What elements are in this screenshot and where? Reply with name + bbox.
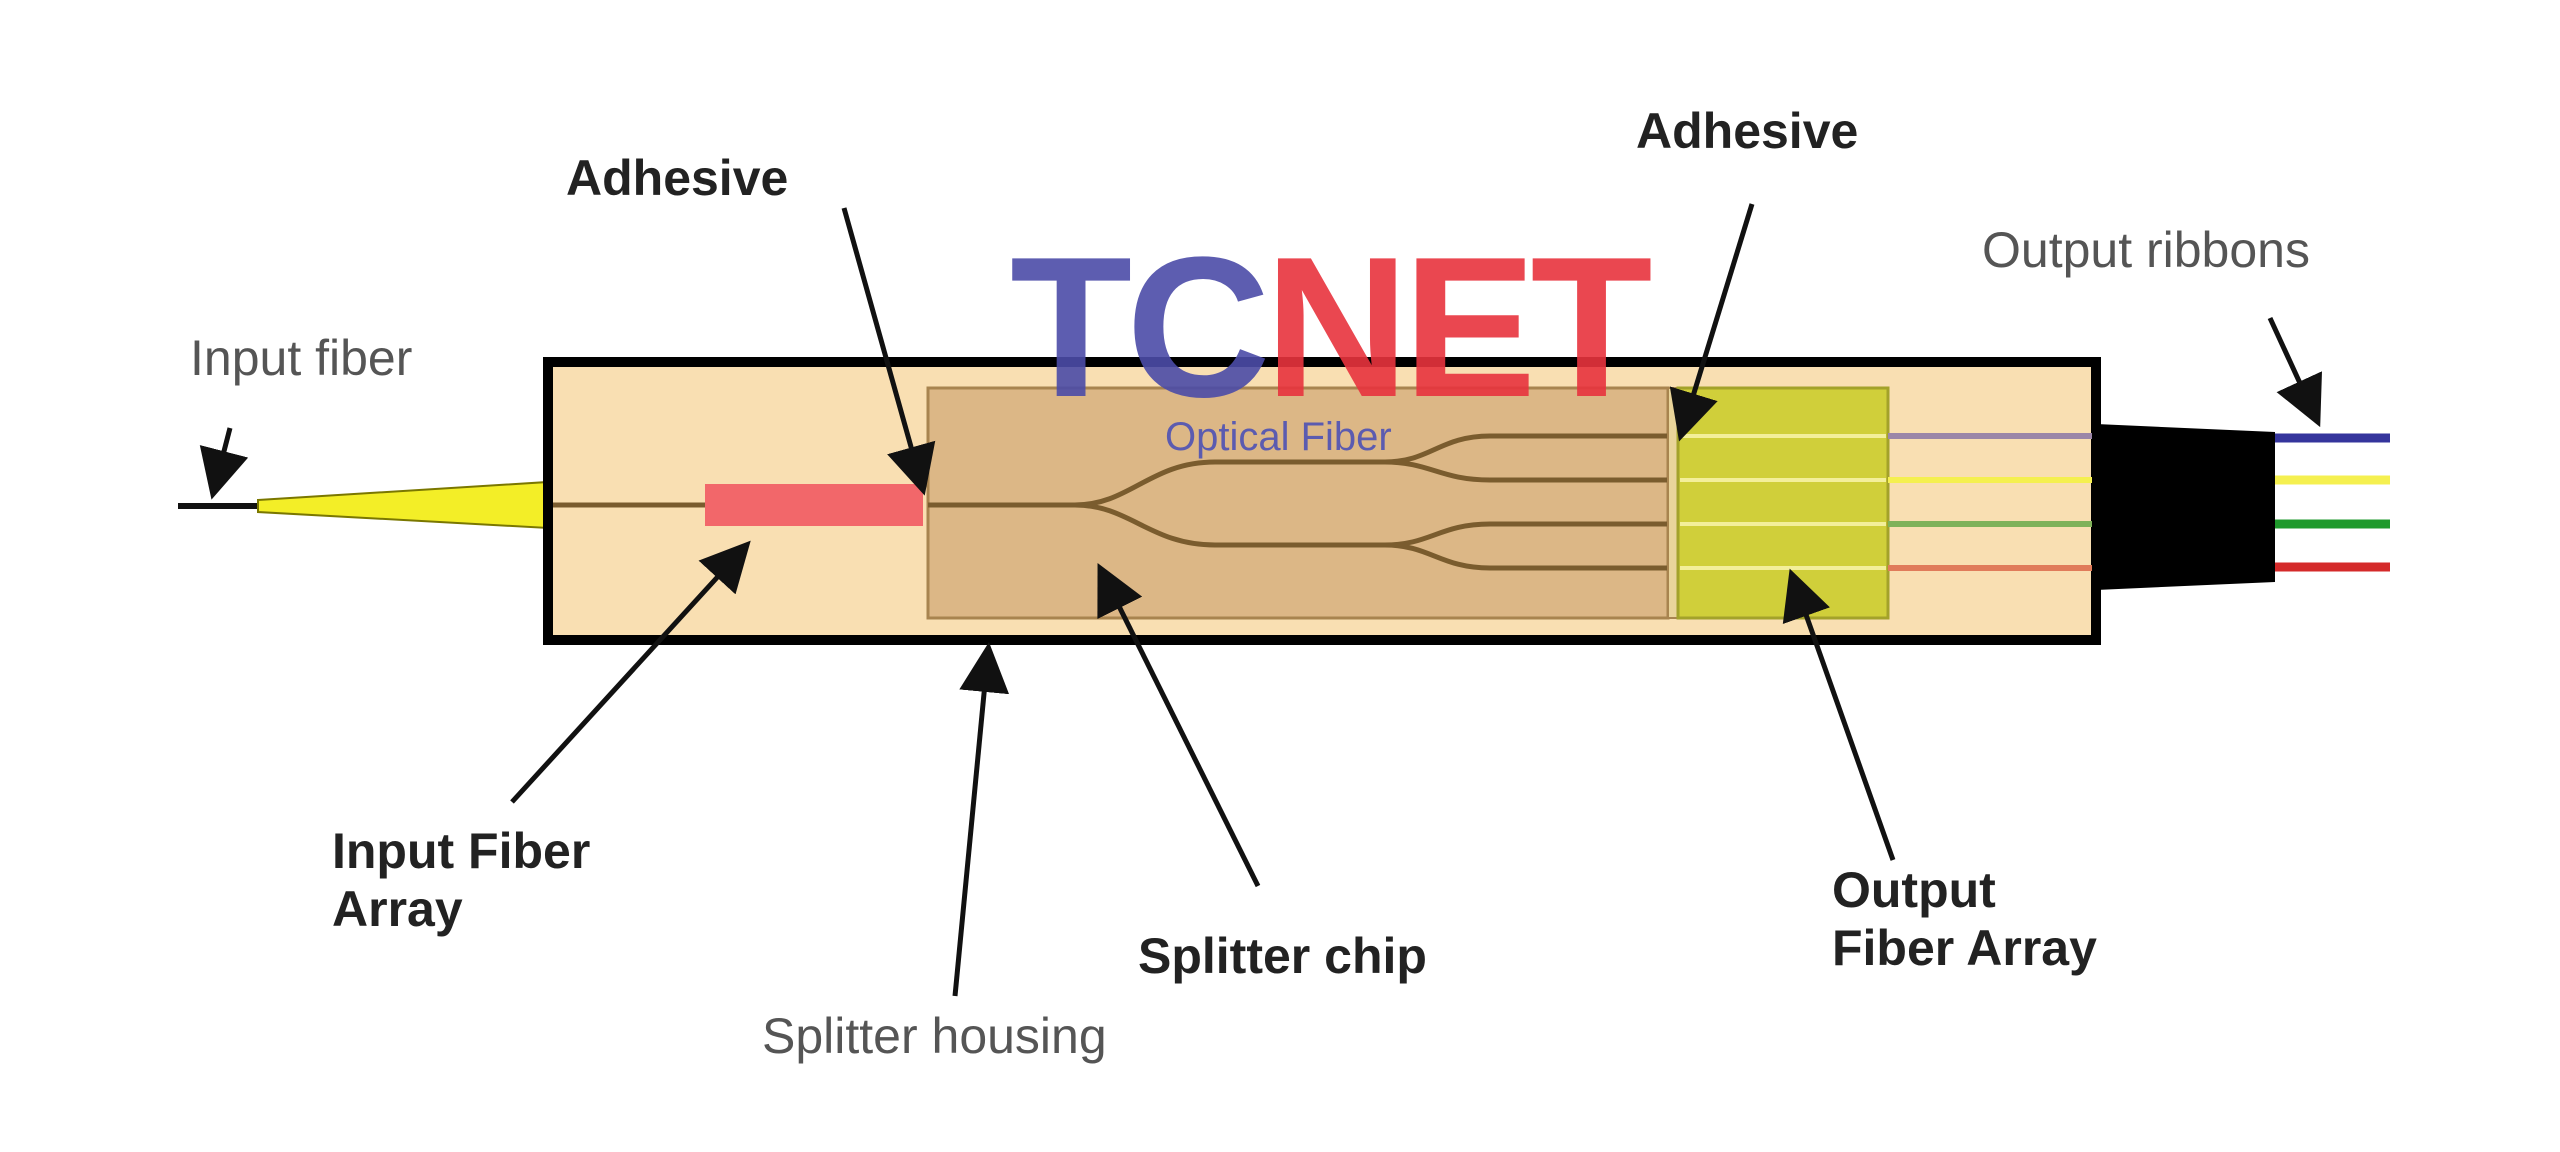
- output-fiber-array: [1676, 386, 1890, 620]
- label-adhesive-right: Adhesive: [1636, 103, 1859, 159]
- label-input-fiber-array: Input Fiber Array: [332, 823, 590, 938]
- label-output-fiber-array: Output Fiber Array: [1832, 862, 2097, 977]
- watermark: TCNET: [1010, 228, 1653, 428]
- arrow-icon: [199, 203, 2322, 997]
- arrow-adhesive-left: [841, 207, 936, 496]
- label-input-fiber-array-line2: Array: [332, 880, 463, 937]
- arrow-splitter-chip: [1097, 563, 1261, 888]
- waveguides: [928, 433, 1668, 571]
- arrow-output-fiber-array: [1782, 568, 1896, 861]
- label-output-ribbons: Output ribbons: [1982, 222, 2310, 278]
- watermark-subtitle: Optical Fiber: [1165, 415, 1392, 459]
- label-input-fiber: Input fiber: [190, 330, 413, 386]
- watermark-net: NET: [1264, 216, 1653, 439]
- label-output-fiber-array-line2: Fiber Array: [1832, 919, 2097, 976]
- label-output-fiber-array-line1: Output: [1832, 862, 1996, 918]
- input-fiber-boot: [257, 480, 549, 530]
- watermark-tc: TC: [1010, 216, 1271, 439]
- arrow-input-fiber-array: [510, 540, 751, 804]
- arrow-input-fiber: [199, 427, 249, 500]
- arrow-output-ribbons: [2267, 316, 2322, 428]
- label-splitter-chip: Splitter chip: [1138, 928, 1427, 984]
- label-adhesive-left: Adhesive: [566, 150, 789, 206]
- output-ribbons: [2275, 433, 2390, 572]
- arrow-adhesive-right: [1669, 203, 1755, 442]
- input-fiber-array: [705, 484, 923, 526]
- label-splitter-housing: Splitter housing: [762, 1008, 1107, 1064]
- arrow-splitter-housing: [952, 642, 1010, 997]
- inner-output-fibers: [1888, 433, 2092, 571]
- output-boot: [2096, 424, 2275, 590]
- label-input-fiber-array-line1: Input Fiber: [332, 823, 591, 879]
